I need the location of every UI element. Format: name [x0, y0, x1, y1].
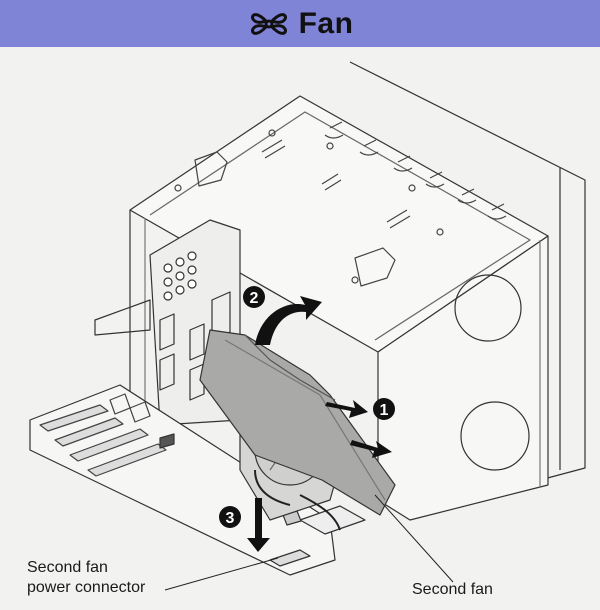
page-title: Fan — [298, 6, 354, 40]
title-bar: Fan — [0, 0, 600, 47]
step-2-badge: 2 — [250, 290, 259, 307]
step-3-badge: 3 — [226, 510, 235, 527]
step-1-badge: 1 — [380, 402, 389, 419]
second-fan-label: Second fan — [412, 581, 493, 598]
fan-callout-line — [374, 494, 454, 583]
fan-icon — [250, 12, 287, 35]
connector-callout-line — [164, 557, 279, 591]
fan-removal-illustration: 1 2 3 — [29, 61, 586, 591]
connector-label-line1: Second fan — [27, 559, 108, 576]
second-fan-connector-label: Second fan power connector — [27, 558, 145, 598]
connector-label-line2: power connector — [27, 579, 146, 596]
